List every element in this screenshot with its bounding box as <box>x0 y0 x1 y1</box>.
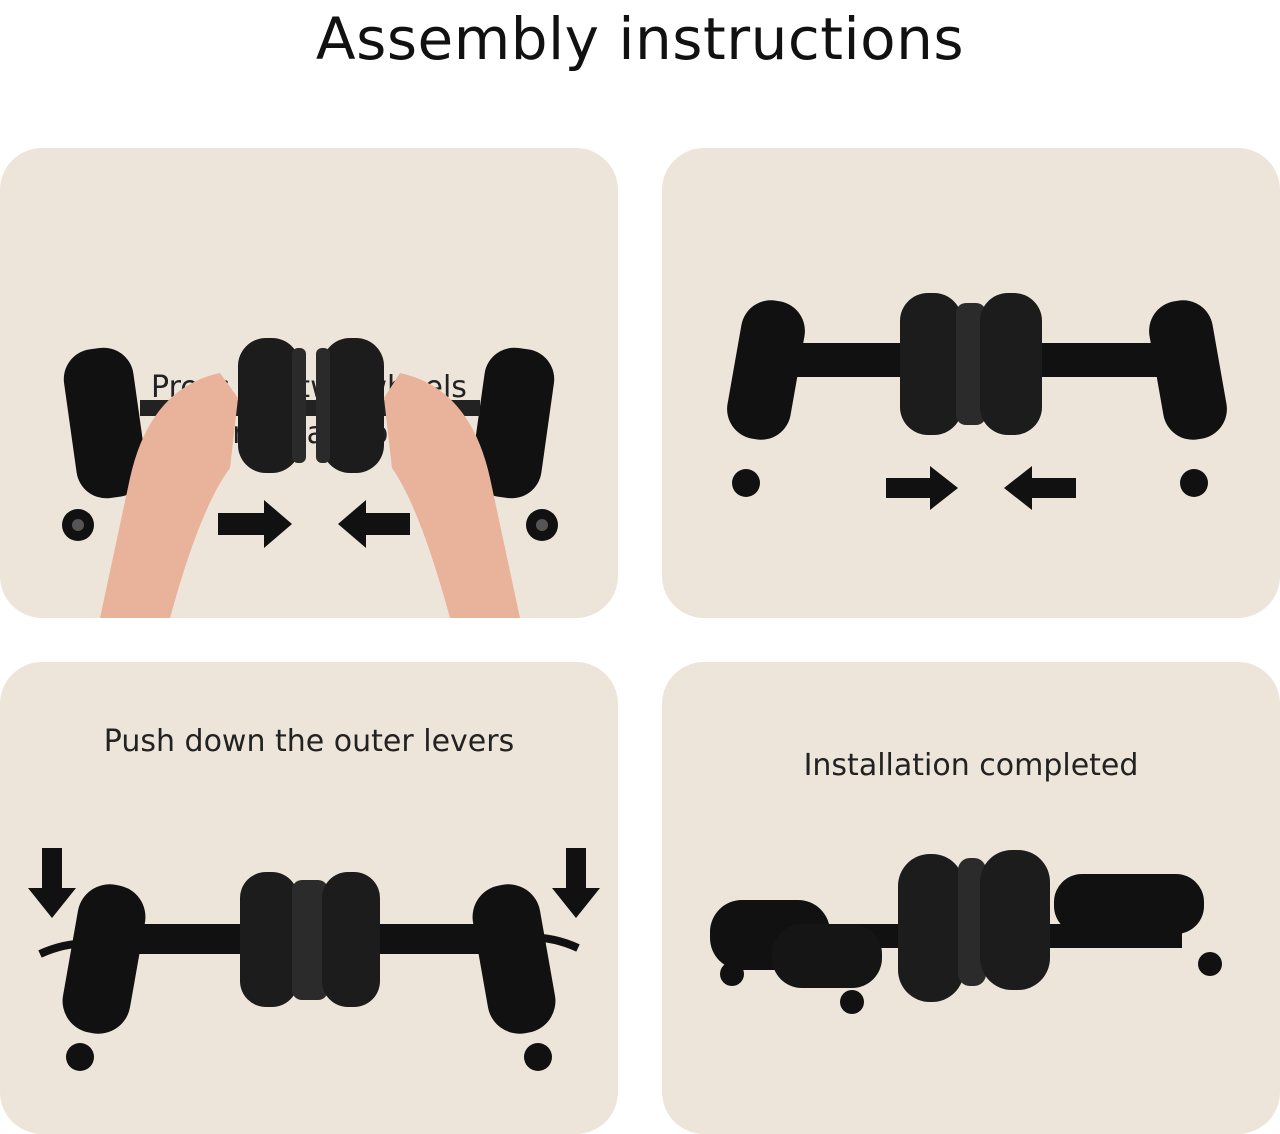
step-panel-push-levers: Push down the outer levers <box>0 662 618 1134</box>
joined-wheels <box>898 850 1050 1002</box>
right-hand <box>384 373 520 618</box>
arrow-right-icon <box>886 466 958 510</box>
left-foam-handle <box>727 300 805 497</box>
step-panel-press-wheels: Press the two wheels against each other <box>0 148 618 618</box>
arrow-down-left-icon <box>28 848 76 918</box>
arrow-left-icon <box>1004 466 1076 510</box>
step-panel-completed: Installation completed <box>662 662 1280 1134</box>
left-foam-handle <box>710 900 882 1014</box>
joined-wheels <box>900 293 1042 435</box>
left-wheel <box>238 338 306 473</box>
right-foam-handle <box>472 884 580 1071</box>
hands-pressing-wheels-illustration <box>62 338 558 618</box>
right-foam-handle <box>1149 300 1227 497</box>
levers-pressed-illustration <box>28 848 600 1071</box>
arrow-right-icon <box>218 500 292 548</box>
step-caption: Push down the outer levers <box>103 724 515 759</box>
arrow-down-right-icon <box>552 848 600 918</box>
wheels-joined-illustration <box>727 293 1227 510</box>
step-panel-wheels-joined <box>662 148 1280 618</box>
left-foam-handle <box>38 884 146 1071</box>
right-foam-handle <box>471 347 558 541</box>
right-wheel <box>316 338 384 473</box>
assembled-roller-illustration <box>710 850 1222 1014</box>
left-hand <box>100 373 238 618</box>
arrow-left-icon <box>338 500 410 548</box>
left-foam-handle <box>62 347 147 541</box>
step-caption: Installation completed <box>803 748 1139 783</box>
joined-wheels <box>240 872 380 1007</box>
right-foam-handle <box>1054 874 1222 976</box>
page-title: Assembly instructions <box>315 5 965 73</box>
